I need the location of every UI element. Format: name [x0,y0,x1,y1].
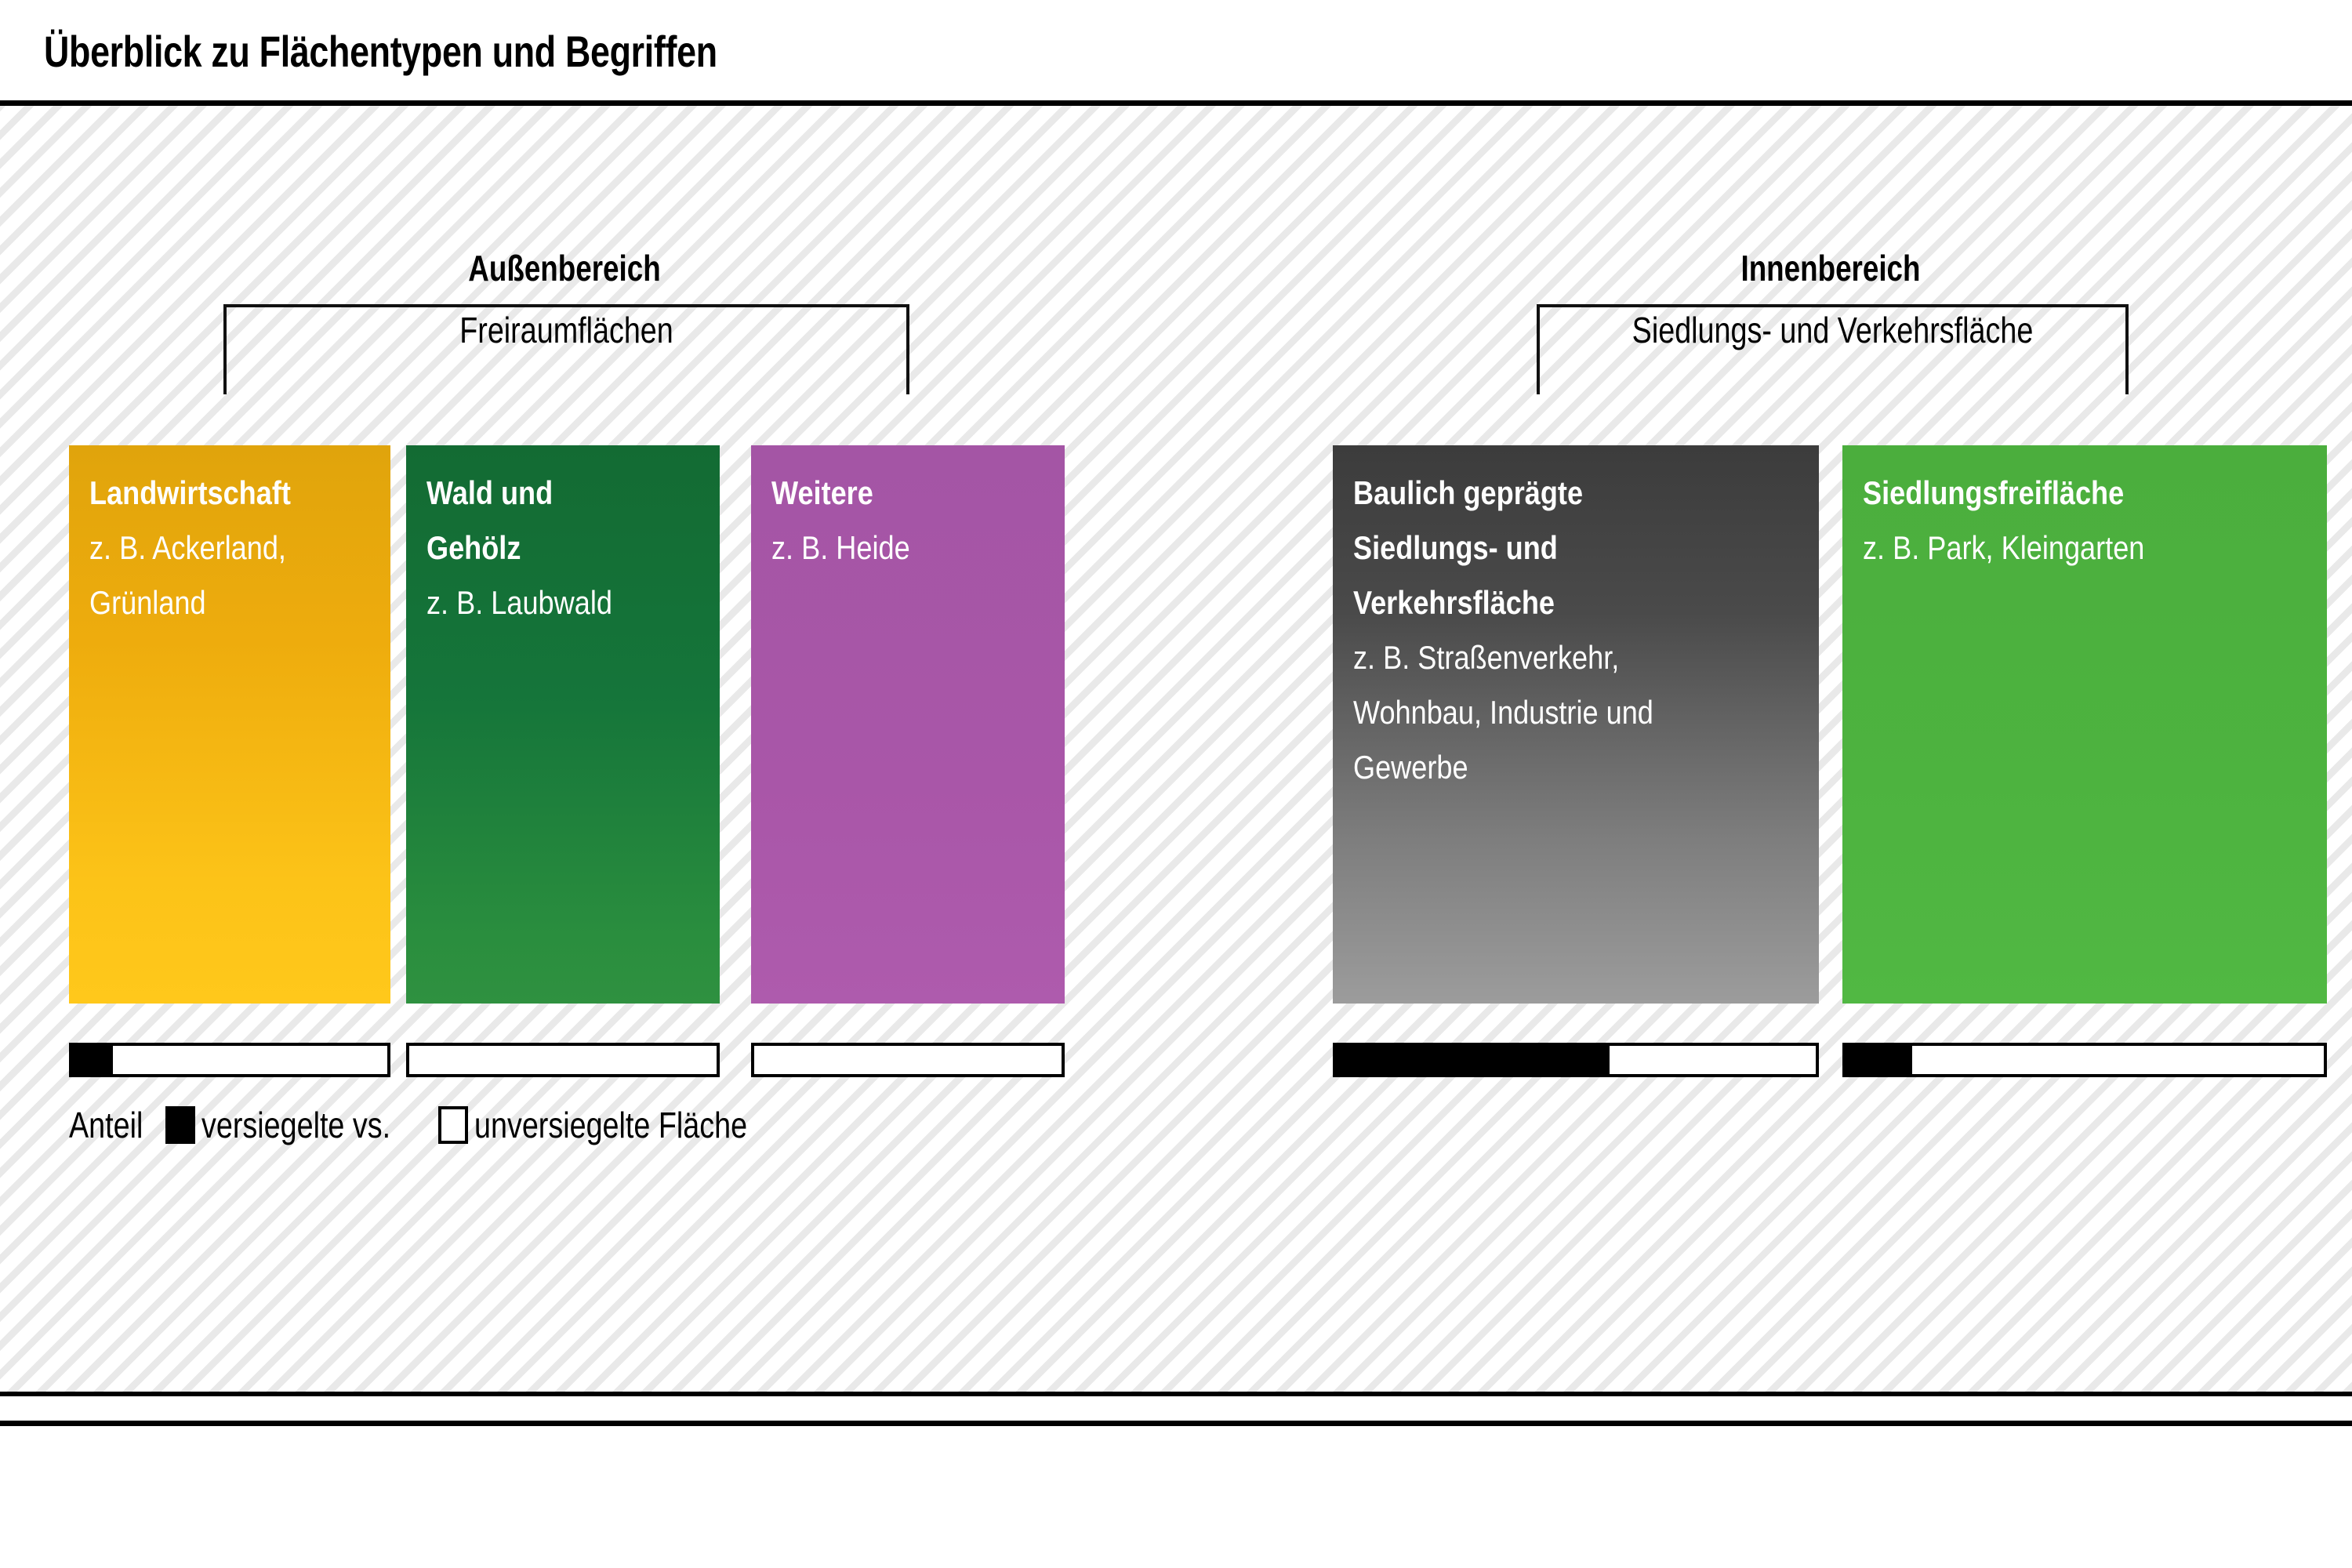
divider-mid [0,1392,2352,1396]
legend-sealed-label: versiegelte vs. [201,1105,391,1145]
bracket-label-freiraumflaechen: Freiraumflächen [459,310,673,350]
area-heading-innenbereich: Innenbereich [1740,248,1921,289]
card-title-wald-und-gehoelz: Wald und Gehölz [426,474,554,566]
sealing-bar-fill [72,1046,114,1074]
divider-bottom [0,1421,2352,1426]
card-example-landwirtschaft: z. B. Ackerland, Grünland [89,529,286,621]
divider-top [0,100,2352,106]
card-example-wald-und-gehoelz: z. B. Laubwald [426,584,612,621]
sealing-bar-fill [1846,1046,1913,1074]
title-bar: Überblick zu Flächentypen und Begriffen [0,0,2352,100]
diagram-canvas: Außenbereich Innenbereich Freiraumfläche… [0,106,2352,1392]
sealing-bar-baulich-gepraegte [1333,1043,1819,1077]
area-heading-aussenbereich: Außenbereich [468,248,661,289]
bracket-label-siedlungs-und-verkehrsflaeche: Siedlungs- und Verkehrsfläche [1632,310,2034,350]
bracket-freiraumflaechen: Freiraumflächen [223,304,909,394]
legend-unsealed-swatch-icon [438,1106,469,1144]
legend-prefix: Anteil [69,1105,143,1145]
sealing-bar-weitere [751,1043,1065,1077]
sealing-bar-landwirtschaft [69,1043,390,1077]
card-landwirtschaft: Landwirtschaft z. B. Ackerland, Grünland [69,445,390,1004]
legend: Anteil versiegelte vs. unversiegelte Flä… [69,1105,808,1145]
card-baulich-gepraegte-siedlungs-und-verkehrsflaeche: Baulich geprägte Siedlungs- und Verkehrs… [1333,445,1819,1004]
card-weitere: Weitere z. B. Heide [751,445,1065,1004]
card-title-weitere: Weitere [771,474,873,511]
card-siedlungsfreiflaeche: Siedlungsfreifläche z. B. Park, Kleingar… [1842,445,2327,1004]
legend-unsealed-label: unversiegelte Fläche [474,1105,748,1145]
card-example-weitere: z. B. Heide [771,529,910,566]
sealing-bar-siedlungsfreiflaeche [1842,1043,2327,1077]
card-example-siedlungsfreiflaeche: z. B. Park, Kleingarten [1863,529,2145,566]
card-wald-und-gehoelz: Wald und Gehölz z. B. Laubwald [406,445,720,1004]
page-title: Überblick zu Flächentypen und Begriffen [44,27,717,76]
sealing-bar-wald-und-gehoelz [406,1043,720,1077]
bracket-siedlungs-und-verkehrsflaeche: Siedlungs- und Verkehrsfläche [1537,304,2129,394]
sealing-bar-fill [1336,1046,1610,1074]
card-example-baulich-gepraegte: z. B. Straßenverkehr, Wohnbau, Industrie… [1353,639,1653,786]
card-title-baulich-gepraegte: Baulich geprägte Siedlungs- und Verkehrs… [1353,474,1584,621]
legend-sealed-swatch-icon [165,1106,196,1144]
card-title-siedlungsfreiflaeche: Siedlungsfreifläche [1863,474,2125,511]
card-title-landwirtschaft: Landwirtschaft [89,474,291,511]
